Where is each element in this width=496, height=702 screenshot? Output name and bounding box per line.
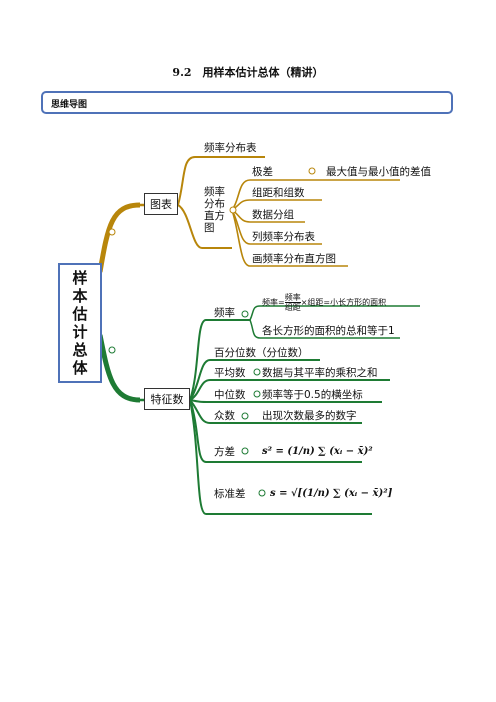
median-label: 中位数 [214,389,246,401]
root-label: 样本估计总体 [72,269,88,377]
histogram-label: 频率分布直方图 [204,186,225,234]
collapse-marker-median [253,390,261,398]
freq-formula-num: 频率 [284,293,301,303]
charts-label: 图表 [150,198,172,211]
connector-percentile [189,359,320,401]
freq-formula-lhs: 频率= [262,298,285,307]
freq-table-label: 频率分布表 [204,142,257,154]
variance-label: 方差 [214,446,235,458]
freq-note: 各长方形的面积的总和等于1 [262,325,395,337]
features-label: 特征数 [150,393,184,406]
connector-frequency [189,319,250,401]
connector-mode [189,399,362,424]
mean-desc: 数据与其平率的乘积之和 [262,367,378,379]
collapse-marker-histogram [229,206,237,214]
root-node: 样本估计总体 [58,263,102,383]
collapse-marker-range [308,167,316,175]
median-desc: 频率等于0.5的横坐标 [262,389,363,401]
features-node: 特征数 [144,388,190,410]
frequency-label: 频率 [214,307,235,319]
connector-draw-hist [231,209,348,267]
connector-median [189,399,382,403]
connector-histogram [177,204,232,249]
connector-root-features [97,334,141,403]
step-list-table: 列频率分布表 [252,231,315,243]
step-grouping: 数据分组 [252,209,294,221]
connector-stdev [189,399,372,515]
range-label: 极差 [252,166,273,178]
connector-range [231,179,400,211]
mean-label: 平均数 [214,367,246,379]
collapse-marker-stdev [258,489,266,497]
freq-formula-rhs: ×组距=小长方形的面积 [300,298,387,307]
connector-variance [189,399,362,463]
step-groups: 组距和组数 [252,187,305,199]
mode-desc: 出现次数最多的数字 [262,410,357,422]
collapse-marker-frequency [241,310,249,318]
step-draw-hist: 画频率分布直方图 [252,253,336,265]
percentile-label: 百分位数（分位数） [214,347,309,359]
charts-node: 图表 [144,193,178,215]
connector-root-charts [97,202,141,273]
connector-freq-formula [249,305,420,321]
section-header-box: 思维导图 [41,91,453,114]
freq-formula-den: 组距 [284,303,301,312]
collapse-marker-charts [108,228,116,236]
variance-formula: s² = (1/n) ∑ (xᵢ − x̄)² [262,446,373,457]
collapse-marker-features [108,346,116,354]
collapse-marker-mode [241,412,249,420]
mode-label: 众数 [214,410,235,422]
stdev-label: 标准差 [214,488,246,500]
section-label: 思维导图 [51,100,88,110]
connector-freq-note [249,319,400,339]
range-desc: 最大值与最小值的差值 [326,166,431,178]
connector-mean [189,379,390,401]
collapse-marker-mean [253,368,261,376]
stdev-formula: s = √[(1/n) ∑ (xᵢ − x̄)²] [270,488,393,499]
freq-formula: 频率=频率组距×组距=小长方形的面积 [262,293,386,312]
connector-freq-table [177,156,265,206]
page-title: 9.2 用样本估计总体（精讲） [172,66,324,79]
collapse-marker-variance [241,447,249,455]
freq-formula-fraction: 频率组距 [284,293,301,312]
